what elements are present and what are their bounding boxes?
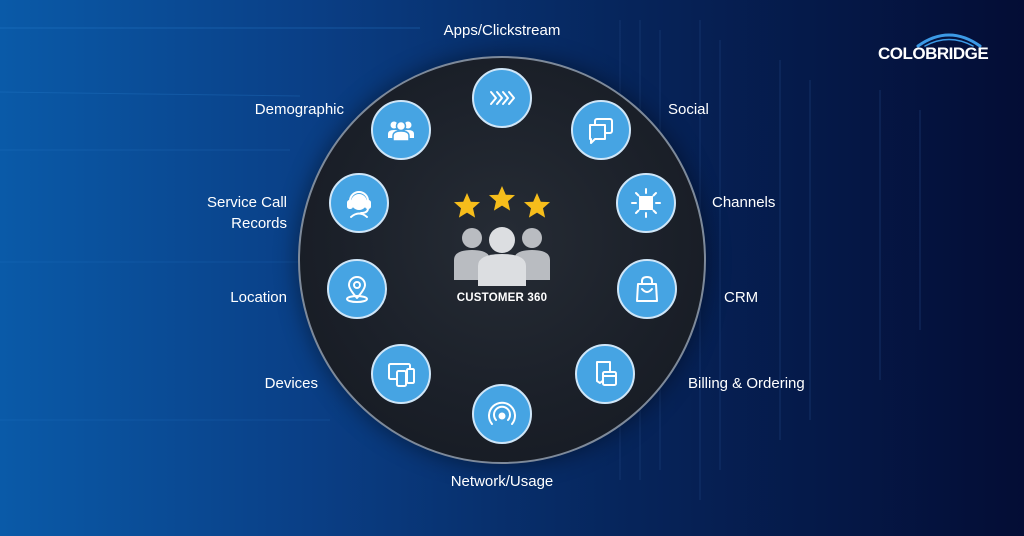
bridge-arc-icon [916,33,982,48]
signal-waves-icon [488,401,516,425]
stars-and-people-icon [454,186,550,286]
star-right-icon [524,193,550,218]
node-social [571,100,631,160]
label-apps-clickstream: Apps/Clickstream [443,22,561,39]
node-devices [371,344,431,404]
devices-icon [388,363,415,387]
label-billing-ordering: Billing & Ordering [688,375,805,392]
label-service-call-line1: Service Call [206,194,287,211]
box-broadcast-icon [631,188,661,218]
center-title: CUSTOMER 360 [456,292,548,304]
brand-name: COLOBRIDGE [878,44,989,63]
node-location [327,259,387,319]
chevrons-right-icon [490,91,515,105]
label-network-usage: Network/Usage [450,473,554,490]
headset-agent-icon [347,191,371,218]
chat-bubbles-icon [589,118,613,144]
location-pin-icon [346,276,368,303]
label-crm: CRM [724,289,759,306]
node-network-usage [472,384,532,444]
node-channels [616,173,676,233]
shopping-bag-icon [636,276,658,302]
label-demographic: Demographic [254,101,344,118]
node-billing-ordering [575,344,635,404]
group-people-icon [388,120,414,142]
customer-360-center: CUSTOMER 360 [440,186,564,316]
label-service-call-line2: Records [231,215,287,232]
colobridge-logo: COLOBRIDGE [878,30,989,64]
node-crm [617,259,677,319]
star-middle-icon [489,186,515,211]
label-location: Location [230,289,287,306]
receipt-card-icon [596,361,617,386]
label-social: Social [668,101,709,118]
label-devices: Devices [264,375,318,392]
label-channels: Channels [712,194,776,211]
node-apps-clickstream [472,68,532,128]
star-left-icon [454,193,480,218]
node-service-call-records [329,173,389,233]
node-demographic [371,100,431,160]
label-service-call-records: Service Call Records [176,192,287,234]
